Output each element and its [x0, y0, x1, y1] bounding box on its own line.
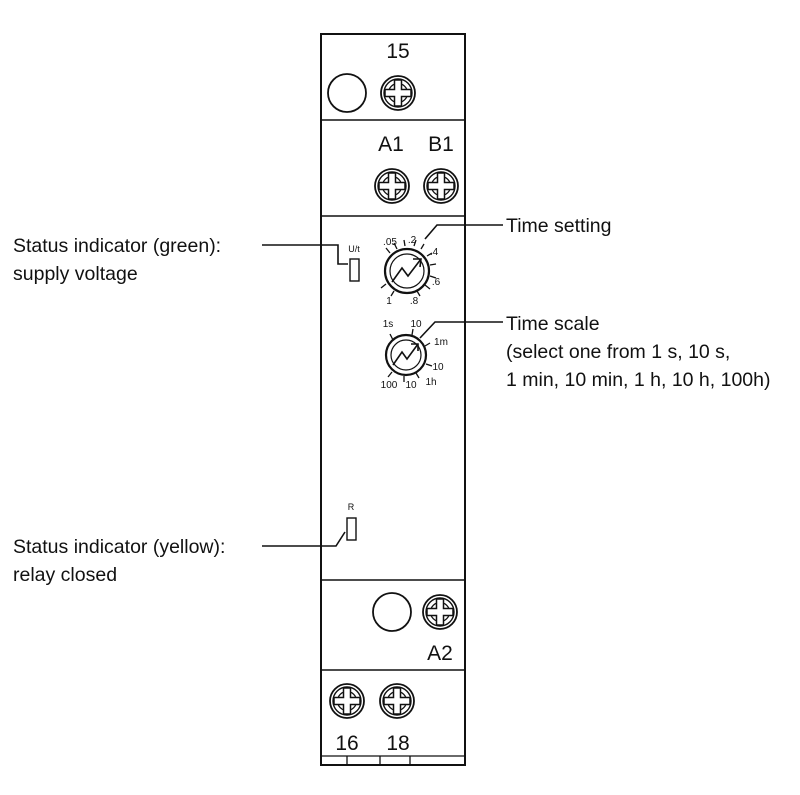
time-setting-tick: .4 — [430, 247, 439, 258]
time-setting-dial[interactable] — [380, 239, 437, 297]
terminal-label-b1: B1 — [428, 133, 454, 156]
time-setting-tick: .2 — [408, 235, 417, 246]
callout-time-scale-desc: 1 min, 10 min, 1 h, 10 h, 100h) — [506, 369, 771, 391]
terminal-hole-top — [327, 73, 367, 113]
screw-terminal-a2[interactable] — [422, 594, 458, 630]
leader-line-relay-led — [262, 531, 346, 547]
time-setting-tick: .05 — [383, 237, 397, 248]
screw-terminal-15[interactable] — [380, 75, 416, 111]
terminal-label-a2: A2 — [427, 642, 453, 665]
terminal-label-16: 16 — [335, 732, 358, 755]
terminal-label-18: 18 — [386, 732, 409, 755]
time-scale-tick: 1h — [425, 377, 436, 388]
callout-time-scale-title: Time scale — [506, 313, 600, 335]
time-setting-knob[interactable] — [383, 247, 431, 295]
relay-housing — [320, 33, 466, 766]
time-scale-tick: 10 — [410, 319, 422, 330]
callout-green-status-title: Status indicator (green): — [13, 235, 221, 257]
terminal-hole-bottom — [372, 592, 412, 632]
time-scale-tick: 1s — [383, 319, 394, 330]
screw-terminal-a1[interactable] — [374, 168, 410, 204]
time-scale-tick: 10 — [432, 362, 444, 373]
supply-voltage-led — [349, 258, 360, 282]
time-setting-tick: .8 — [410, 296, 419, 307]
relay-led-label: R — [348, 502, 355, 512]
callout-green-status-desc: supply voltage — [13, 263, 138, 285]
supply-led-label: U/t — [348, 244, 360, 254]
terminal-label-a1: A1 — [378, 133, 404, 156]
screw-terminal-18[interactable] — [379, 683, 415, 719]
screw-terminal-b1[interactable] — [423, 168, 459, 204]
time-setting-tick: .6 — [432, 277, 441, 288]
time-setting-tick: 1 — [386, 296, 392, 307]
time-scale-dial[interactable] — [384, 328, 433, 382]
relay-status-led — [346, 517, 357, 541]
callout-time-scale-desc: (select one from 1 s, 10 s, — [506, 341, 730, 363]
leader-line-time-setting — [424, 224, 503, 240]
leader-line-supply-led — [262, 244, 348, 265]
callout-time-setting: Time setting — [506, 215, 611, 237]
time-scale-knob[interactable] — [384, 333, 428, 377]
time-scale-tick: 1m — [434, 337, 448, 348]
time-scale-tick: 100 — [381, 380, 398, 391]
screw-terminal-16[interactable] — [329, 683, 365, 719]
leader-line-time-scale — [419, 321, 503, 339]
time-scale-tick: 10 — [405, 380, 417, 391]
terminal-label-15: 15 — [386, 40, 409, 63]
callout-yellow-status-title: Status indicator (yellow): — [13, 536, 225, 558]
callout-yellow-status-desc: relay closed — [13, 564, 117, 586]
